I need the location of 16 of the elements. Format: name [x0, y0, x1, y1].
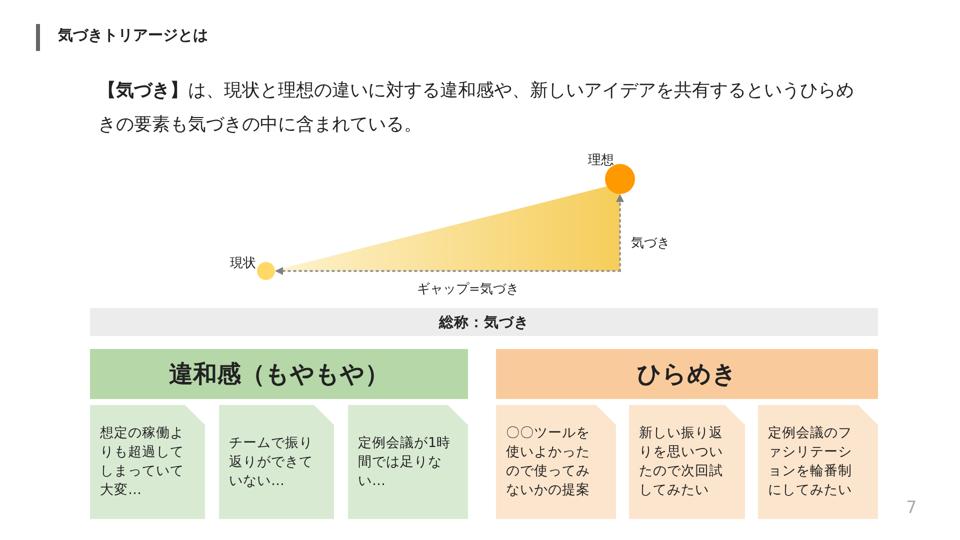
category-header: 違和感（もやもや） — [90, 349, 468, 399]
intro-paragraph: 【気づき】は、現状と理想の違いに対する違和感や、新しいアイデアを共有するというひらめきの要素も気づきの中に含まれている。 — [98, 79, 855, 137]
note-card: 定例会議が1時間では足りない… — [348, 405, 468, 519]
point-label: 現状 — [230, 256, 256, 271]
note-card: 新しい振り返りを思いついたので次回試してみたい — [629, 405, 745, 519]
note-card: 定例会議のファシリテーションを輪番制にしてみたい — [758, 405, 878, 519]
note-card: 〇〇ツールを使いよかったので使ってみないかの提案 — [496, 405, 616, 519]
note-card: 想定の稼働よりも超過してしまっていて大変… — [90, 405, 205, 519]
category-band: 総称：気づき — [90, 308, 878, 336]
point-label: 理想 — [588, 153, 614, 168]
category-header: ひらめき — [496, 349, 878, 399]
arrow — [275, 267, 621, 275]
slide-title: 気づきトリアージとは — [58, 26, 208, 45]
page-number: 7 — [906, 498, 917, 518]
note-card: チームで振り返りができていない… — [219, 405, 334, 519]
arrow — [616, 194, 624, 272]
